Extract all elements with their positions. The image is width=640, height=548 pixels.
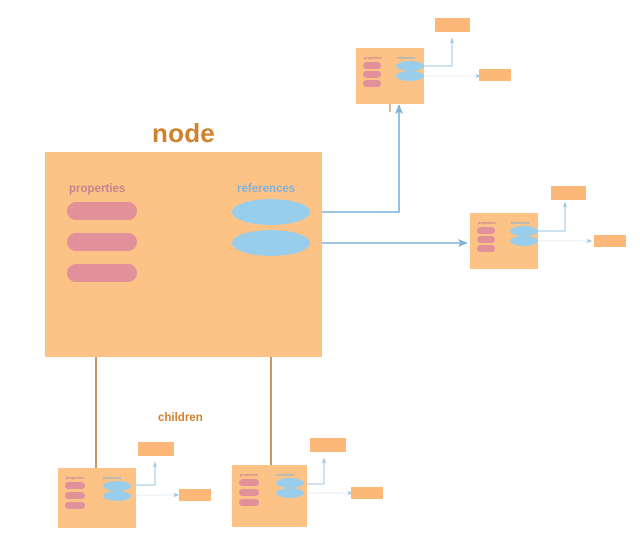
- mini-references-label: references: [103, 476, 122, 480]
- mini-property-bar[interactable]: [363, 71, 381, 78]
- property-bar[interactable]: [67, 202, 137, 220]
- mini-property-bar[interactable]: [477, 227, 495, 234]
- leaf-stub[interactable]: [179, 489, 211, 501]
- main-node-title: node: [152, 118, 215, 148]
- mini-property-bar[interactable]: [239, 479, 259, 486]
- mini-property-bar[interactable]: [239, 489, 259, 496]
- mini-properties-label: properties: [240, 473, 258, 477]
- mini-property-bar[interactable]: [363, 80, 381, 87]
- reference-ellipse[interactable]: [232, 199, 310, 225]
- mini-property-bar[interactable]: [477, 245, 495, 252]
- leaf-stub[interactable]: [310, 438, 346, 452]
- reference-target-top[interactable]: properties references: [356, 18, 536, 128]
- leaf-stub[interactable]: [594, 235, 626, 247]
- property-bar[interactable]: [67, 233, 137, 251]
- mini-references-label: references: [511, 221, 530, 225]
- mini-reference-ellipse[interactable]: [103, 481, 131, 491]
- mini-property-bar[interactable]: [239, 499, 259, 506]
- mini-property-bar[interactable]: [477, 236, 495, 243]
- mini-properties-label: properties: [364, 56, 382, 60]
- reference-target-right[interactable]: properties references: [470, 186, 640, 293]
- leaf-stub[interactable]: [138, 442, 174, 456]
- child-node-left[interactable]: properties references: [58, 442, 238, 548]
- children-label: children: [158, 412, 203, 424]
- mini-property-bar[interactable]: [65, 502, 85, 509]
- mini-reference-ellipse[interactable]: [396, 61, 424, 71]
- mini-reference-ellipse[interactable]: [510, 226, 538, 236]
- properties-label: properties: [69, 183, 126, 195]
- mini-property-bar[interactable]: [65, 482, 85, 489]
- leaf-stub[interactable]: [479, 69, 511, 81]
- mini-references-label: references: [276, 473, 295, 477]
- mini-property-bar[interactable]: [363, 62, 381, 69]
- leaf-stub[interactable]: [551, 186, 586, 200]
- mini-properties-label: properties: [66, 476, 84, 480]
- mini-properties-label: properties: [478, 221, 496, 225]
- child-node-right[interactable]: properties references: [232, 438, 412, 547]
- leaf-stub[interactable]: [351, 487, 383, 499]
- mini-reference-ellipse[interactable]: [396, 71, 424, 81]
- property-bar[interactable]: [67, 264, 137, 282]
- mini-reference-ellipse[interactable]: [510, 236, 538, 246]
- references-label: references: [237, 183, 296, 195]
- leaf-stub[interactable]: [435, 18, 470, 32]
- mini-reference-ellipse[interactable]: [276, 478, 304, 488]
- mini-references-label: references: [397, 56, 416, 60]
- mini-reference-ellipse[interactable]: [276, 488, 304, 498]
- reference-ellipse[interactable]: [232, 230, 310, 256]
- mini-reference-ellipse[interactable]: [103, 491, 131, 501]
- mini-property-bar[interactable]: [65, 492, 85, 499]
